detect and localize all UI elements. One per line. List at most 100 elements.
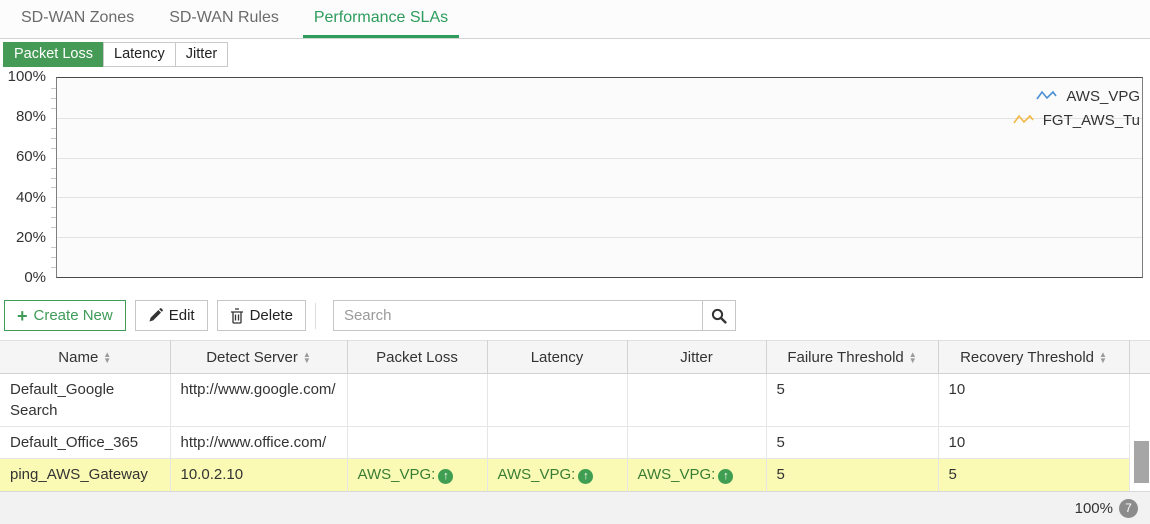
search-input[interactable] bbox=[333, 301, 702, 330]
subtab-latency[interactable]: Latency bbox=[103, 42, 176, 67]
column-header-packet-loss[interactable]: Packet Loss bbox=[346, 340, 488, 374]
y-axis-tick-label: 20% bbox=[15, 229, 46, 246]
cell-packet-loss bbox=[347, 373, 488, 427]
cell-failure-threshold: 5 bbox=[766, 426, 939, 459]
axis-minor-tick bbox=[51, 137, 56, 139]
line-swatch-icon bbox=[1013, 114, 1034, 124]
column-header-latency[interactable]: Latency bbox=[486, 340, 628, 374]
cell-recovery-threshold: 10 bbox=[938, 426, 1130, 459]
gridline bbox=[57, 197, 1142, 199]
column-label: Jitter bbox=[680, 348, 713, 366]
axis-minor-tick bbox=[51, 87, 56, 89]
cell-latency bbox=[487, 426, 628, 459]
cell-packet-loss bbox=[347, 426, 488, 459]
create-new-label: Create New bbox=[33, 307, 113, 324]
sla-target-name: AWS_VPG: bbox=[497, 466, 576, 483]
chart-legend: AWS_VPG FGT_AWS_Tu bbox=[1012, 84, 1140, 132]
status-up-icon: ↑ bbox=[578, 469, 594, 484]
axis-minor-tick bbox=[51, 227, 56, 229]
cell-jitter bbox=[627, 426, 767, 459]
column-header-jitter[interactable]: Jitter bbox=[626, 340, 767, 374]
line-swatch-icon bbox=[1036, 90, 1057, 100]
legend-entry[interactable]: FGT_AWS_Tu bbox=[1012, 108, 1140, 132]
status-up-icon: ↑ bbox=[718, 469, 734, 484]
axis-minor-tick bbox=[51, 217, 56, 219]
plus-icon: + bbox=[17, 305, 28, 326]
cell-recovery-threshold: 10 bbox=[938, 373, 1130, 427]
column-label: Packet Loss bbox=[376, 348, 458, 366]
gridline bbox=[57, 117, 1142, 119]
column-header-failure-threshold[interactable]: Failure Threshold▲▼ bbox=[765, 340, 939, 374]
sort-icon: ▲▼ bbox=[103, 349, 112, 365]
column-label: Failure Threshold bbox=[787, 348, 904, 366]
gridline bbox=[57, 237, 1142, 239]
sort-icon: ▲▼ bbox=[302, 349, 311, 365]
axis-minor-tick bbox=[51, 107, 56, 109]
tab-performance-slas[interactable]: Performance SLAs bbox=[302, 0, 460, 38]
table-toolbar: + Create New Edit Delete bbox=[4, 300, 736, 331]
tab-sdwan-rules[interactable]: SD-WAN Rules bbox=[169, 8, 279, 26]
table-row[interactable]: Default_Office_365 http://www.office.com… bbox=[0, 426, 1150, 459]
column-header-detect-server[interactable]: Detect Server▲▼ bbox=[169, 340, 348, 374]
sort-icon: ▲▼ bbox=[908, 349, 917, 365]
axis-minor-tick bbox=[51, 187, 56, 189]
gridline bbox=[57, 157, 1142, 159]
search-button[interactable] bbox=[701, 301, 735, 330]
axis-minor-tick bbox=[51, 167, 56, 169]
scrollbar-gutter-cell bbox=[1129, 373, 1150, 427]
tab-sdwan-zones[interactable]: SD-WAN Zones bbox=[21, 8, 135, 26]
scrollbar-gutter-header bbox=[1128, 340, 1150, 374]
axis-minor-tick bbox=[51, 247, 56, 249]
cell-detect-server: http://www.google.com/ bbox=[170, 373, 348, 427]
axis-minor-tick bbox=[51, 177, 56, 179]
cell-jitter bbox=[627, 373, 767, 427]
cell-name: Default_Office_365 bbox=[0, 426, 171, 459]
delete-button[interactable]: Delete bbox=[216, 300, 306, 331]
column-label: Detect Server bbox=[206, 348, 298, 366]
trash-icon bbox=[230, 307, 243, 324]
search-box bbox=[332, 300, 736, 331]
y-axis-tick-label: 80% bbox=[15, 108, 46, 125]
axis-minor-tick bbox=[51, 207, 56, 209]
column-header-recovery-threshold[interactable]: Recovery Threshold▲▼ bbox=[937, 340, 1130, 374]
create-new-button[interactable]: + Create New bbox=[4, 300, 126, 331]
sla-target-name: AWS_VPG: bbox=[357, 466, 436, 483]
column-header-name[interactable]: Name▲▼ bbox=[0, 340, 171, 374]
sla-target-entry: AWS_VPG:↑ bbox=[358, 464, 477, 486]
table-row-selected[interactable]: ping_AWS_Gateway 10.0.2.10 AWS_VPG:↑FGT_… bbox=[0, 458, 1150, 514]
cell-detect-server: http://www.office.com/ bbox=[170, 426, 348, 459]
cell-name: Default_Google Search bbox=[0, 373, 171, 427]
subtab-jitter[interactable]: Jitter bbox=[174, 42, 229, 67]
cell-latency bbox=[487, 373, 628, 427]
cell-failure-threshold: 5 bbox=[766, 373, 939, 427]
column-label: Recovery Threshold bbox=[960, 348, 1095, 366]
sort-icon: ▲▼ bbox=[1099, 349, 1107, 365]
column-label: Latency bbox=[530, 348, 584, 366]
zoom-level-label: 100% bbox=[1074, 499, 1113, 517]
legend-label: FGT_AWS_Tu bbox=[1042, 111, 1140, 129]
axis-minor-tick bbox=[51, 257, 56, 259]
axis-minor-tick bbox=[51, 97, 56, 99]
status-up-icon: ↑ bbox=[438, 469, 454, 484]
sla-target-entry: AWS_VPG:↑ bbox=[498, 464, 617, 486]
legend-entry[interactable]: AWS_VPG bbox=[1012, 84, 1140, 108]
subtab-packet-loss[interactable]: Packet Loss bbox=[3, 42, 104, 67]
axis-minor-tick bbox=[51, 127, 56, 129]
y-axis-tick-label: 100% bbox=[7, 68, 46, 85]
edit-label: Edit bbox=[168, 307, 195, 324]
y-axis-tick-label: 60% bbox=[15, 148, 46, 165]
table-header-row: Name▲▼ Detect Server▲▼ Packet Loss Laten… bbox=[0, 340, 1150, 374]
metric-subtabs: Packet Loss Latency Jitter bbox=[3, 42, 229, 67]
vertical-scrollbar-thumb[interactable] bbox=[1134, 441, 1149, 483]
axis-minor-tick bbox=[51, 267, 56, 269]
record-count-badge[interactable]: 7 bbox=[1119, 498, 1138, 518]
delete-label: Delete bbox=[249, 307, 293, 324]
packet-loss-chart: AWS_VPG FGT_AWS_Tu bbox=[51, 77, 1143, 278]
sla-target-name: AWS_VPG: bbox=[637, 466, 716, 483]
axis-minor-tick bbox=[51, 147, 56, 149]
status-bar: 100% 7 bbox=[0, 491, 1150, 524]
table-row[interactable]: Default_Google Search http://www.google.… bbox=[0, 373, 1150, 427]
tab-bar: SD-WAN Zones SD-WAN Rules Performance SL… bbox=[0, 0, 1150, 39]
sla-table: Name▲▼ Detect Server▲▼ Packet Loss Laten… bbox=[0, 340, 1150, 514]
edit-button[interactable]: Edit bbox=[134, 300, 208, 331]
